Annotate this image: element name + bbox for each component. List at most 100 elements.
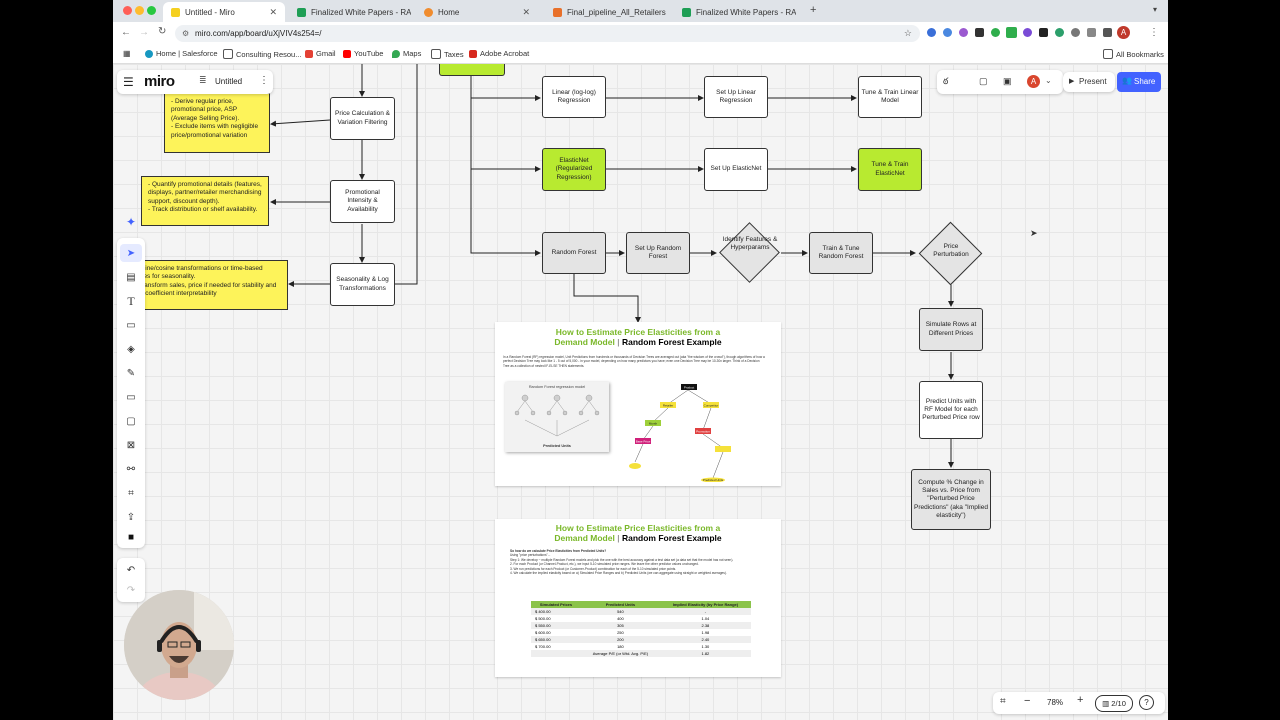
sticky-note-icon[interactable]: ▭ (126, 319, 136, 331)
extension-icon[interactable] (1023, 28, 1032, 37)
close-window-icon[interactable] (123, 6, 132, 15)
slide-random-forest-example[interactable]: How to Estimate Price Elasticities from … (495, 322, 781, 486)
node-simulate-rows[interactable]: Simulate Rows at Different Prices (919, 308, 983, 351)
bookmark-adobe[interactable]: Adobe Acrobat (469, 49, 529, 58)
node-seasonality[interactable]: Seasonality & Log Transformations (330, 263, 395, 306)
node-linear-regression[interactable]: Linear (log-log) Regression (542, 76, 606, 118)
node-price-perturbation[interactable]: Price Perturbation (918, 221, 984, 286)
all-bookmarks[interactable]: All Bookmarks (1103, 49, 1164, 59)
reload-icon[interactable]: ↻ (158, 26, 167, 37)
miro-board-canvas[interactable]: - Derive regular price, promotional pric… (113, 64, 1168, 720)
reactions-icon[interactable]: ఠ (943, 76, 949, 86)
back-icon[interactable]: ← (121, 27, 131, 38)
node-elasticnet[interactable]: ElasticNet (Regularized Regression) (542, 148, 606, 191)
extension-icon[interactable] (991, 28, 1000, 37)
board-name[interactable]: Untitled (215, 77, 243, 86)
frame-icon[interactable]: ▭ (126, 391, 136, 403)
extension-icon[interactable] (1006, 27, 1017, 38)
apps-grid-icon[interactable]: ▦ (123, 49, 131, 58)
site-info-icon[interactable]: ⚙ (182, 29, 190, 38)
pen-icon[interactable]: ✎ (126, 367, 136, 379)
address-bar[interactable]: ⚙ miro.com/app/board/uXjVIV4s254=/ ☆ (175, 25, 920, 42)
miro-logo[interactable]: miro (144, 73, 175, 90)
extension-icon[interactable] (1039, 28, 1048, 37)
tab-home[interactable]: Home ✕ (416, 2, 538, 22)
node-promotional-intensity[interactable]: Promotional Intensity & Availability (330, 180, 395, 223)
comment-icon[interactable]: ▢ (126, 415, 136, 427)
extensions-puzzle-icon[interactable] (1103, 28, 1112, 37)
tab-miro[interactable]: Untitled - Miro ✕ (163, 2, 285, 22)
node-tune-elasticnet[interactable]: Tune & Train ElasticNet (858, 148, 922, 191)
upload-icon[interactable]: ⇪ (126, 511, 136, 523)
help-button[interactable]: ? (1139, 695, 1154, 710)
tab-white-papers-1[interactable]: Finalized White Papers - RA C... ✕ (289, 2, 411, 22)
undo-icon[interactable]: ↶ (126, 564, 136, 576)
browser-menu-icon[interactable]: ⋮ (1149, 27, 1159, 38)
extension-icon[interactable] (1055, 28, 1064, 37)
close-tab-icon[interactable]: ✕ (522, 6, 530, 17)
sticky-note-seasonality[interactable]: sine/cosine transformations or time-base… (137, 260, 288, 310)
extension-icon[interactable] (1071, 28, 1080, 37)
bookmark-salesforce[interactable]: Home | Salesforce (145, 49, 218, 58)
zoom-out-button[interactable]: − (1024, 695, 1031, 707)
redo-icon[interactable]: ↷ (126, 584, 136, 596)
bookmark-maps[interactable]: Maps (392, 49, 421, 58)
more-tools-icon[interactable]: ■ (127, 531, 135, 543)
bookmark-gmail[interactable]: Gmail (305, 49, 336, 58)
node-price-calculation[interactable]: Price Calculation & Variation Filtering (330, 97, 395, 140)
minimize-window-icon[interactable] (135, 6, 144, 15)
close-tab-icon[interactable]: ✕ (269, 6, 277, 17)
comments-icon[interactable]: ▢ (979, 76, 988, 86)
drive-favicon-icon (297, 7, 306, 17)
node-train-random-forest[interactable]: Train & Tune Random Forest (809, 232, 873, 274)
maximize-window-icon[interactable] (147, 6, 156, 15)
hamburger-menu-icon[interactable]: ☰ (123, 75, 134, 89)
sticky-note-promo[interactable]: - Quantify promotional details (features… (141, 176, 269, 226)
share-button[interactable]: 👥 Share (1117, 72, 1161, 92)
video-call-icon[interactable]: ▣ (1003, 76, 1012, 86)
chevron-down-icon[interactable]: ⌄ (1045, 76, 1052, 85)
extension-icon[interactable] (959, 28, 968, 37)
tab-strip: Untitled - Miro ✕ Finalized White Papers… (113, 0, 1168, 22)
model-selection-node[interactable] (439, 64, 505, 76)
extension-icon[interactable] (927, 28, 936, 37)
user-avatar[interactable]: A (1027, 75, 1040, 88)
tab-final-pipeline[interactable]: Final_pipeline_All_Retailers ✕ (545, 2, 667, 22)
node-predict-units[interactable]: Predict Units with RF Model for each Per… (919, 381, 983, 439)
templates-icon[interactable]: ▤ (126, 271, 136, 283)
node-compute-elasticity[interactable]: Compute % Change in Sales vs. Price from… (911, 469, 991, 530)
zoom-in-button[interactable]: + (1077, 694, 1084, 706)
extension-icon[interactable] (975, 28, 984, 37)
node-setup-elasticnet[interactable]: Set Up ElasticNet (704, 148, 768, 191)
select-tool-icon[interactable]: ➤ (120, 244, 142, 262)
new-tab-button[interactable]: + (810, 4, 817, 16)
forward-icon[interactable]: → (139, 27, 149, 38)
extension-icon[interactable] (943, 28, 952, 37)
sticky-note-price[interactable]: - Derive regular price, promotional pric… (164, 93, 270, 153)
bookmark-youtube[interactable]: YouTube (343, 49, 383, 58)
slide-price-perturbation[interactable]: How to Estimate Price Elasticities from … (495, 519, 781, 677)
extension-icon[interactable] (1087, 28, 1096, 37)
pages-button[interactable]: ▥ 2/10 (1095, 695, 1133, 712)
fit-to-screen-icon[interactable]: ⌗ (1000, 696, 1006, 707)
bookmark-star-icon[interactable]: ☆ (903, 28, 912, 38)
profile-avatar[interactable]: A (1117, 26, 1130, 39)
node-setup-random-forest[interactable]: Set Up Random Forest (626, 232, 690, 274)
node-random-forest[interactable]: Random Forest (542, 232, 606, 274)
node-tune-linear[interactable]: Tune & Train Linear Model (858, 76, 922, 118)
node-setup-linear[interactable]: Set Up Linear Regression (704, 76, 768, 118)
tab-white-papers-2[interactable]: Finalized White Papers - RA C... ✕ (674, 2, 796, 22)
frame-tool-icon[interactable]: ⌗ (128, 487, 134, 499)
present-button[interactable]: ▶ Present (1063, 72, 1115, 92)
crop-icon[interactable]: ⊠ (126, 439, 136, 451)
shapes-icon[interactable]: ◈ (127, 343, 135, 355)
tab-search-icon[interactable]: ▾ (1153, 5, 1158, 14)
zoom-level[interactable]: 78% (1047, 698, 1064, 707)
bookmark-taxes[interactable]: Taxes (431, 49, 464, 59)
connector-icon[interactable]: ⚯ (126, 463, 136, 475)
ai-sparkle-icon[interactable]: ✦ (125, 215, 137, 229)
bookmark-consulting[interactable]: Consulting Resou... (223, 49, 301, 59)
node-identify-features[interactable]: Identify Features & Hyperparams (719, 222, 781, 284)
text-tool-icon[interactable]: T (127, 293, 135, 308)
board-more-button[interactable]: ⋮ (259, 75, 269, 86)
